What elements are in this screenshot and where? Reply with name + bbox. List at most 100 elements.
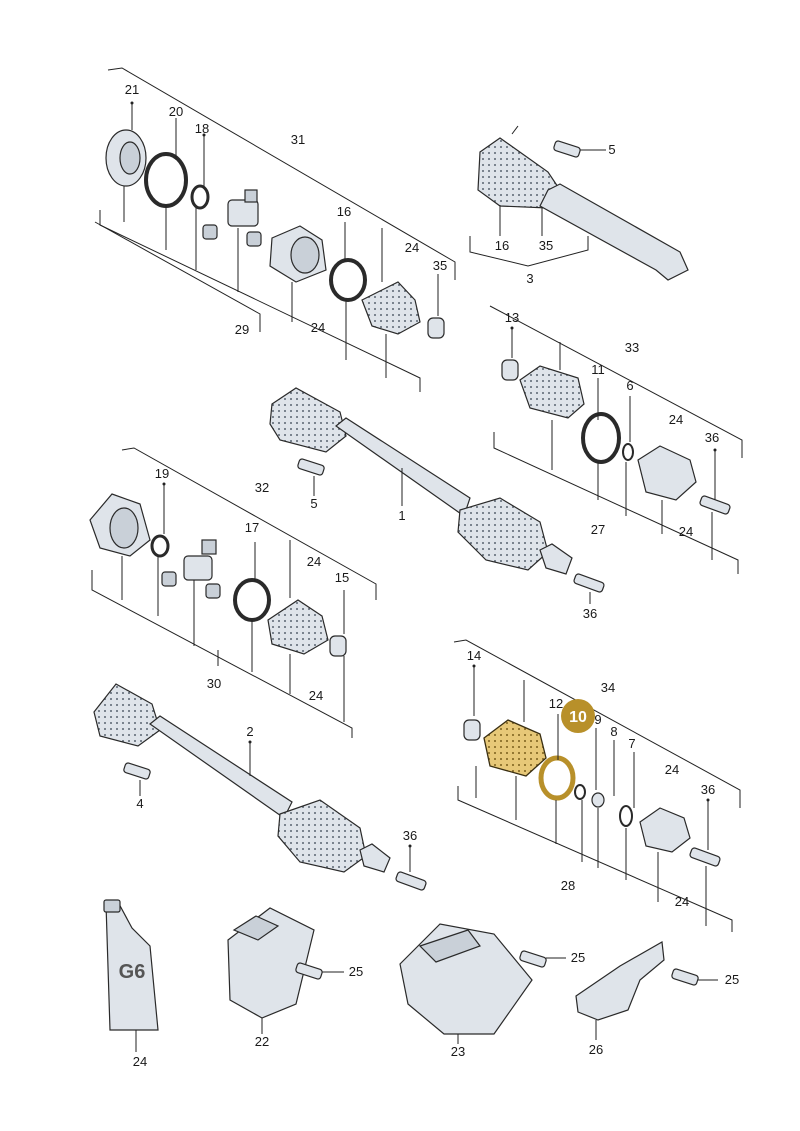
label-26: 26 <box>589 1042 603 1057</box>
part-2-outer-joint[interactable] <box>277 799 367 873</box>
assembly-group-31 <box>94 67 456 392</box>
label-19: 19 <box>155 466 169 481</box>
part-32-boot[interactable] <box>267 599 329 655</box>
part-tripod-32[interactable] <box>161 539 221 599</box>
label-36-a: 36 <box>705 430 719 445</box>
part-tripod-joint[interactable] <box>202 189 262 247</box>
part-12-clamp-highlighted[interactable] <box>538 755 576 801</box>
label-7: 7 <box>628 736 635 751</box>
label-5-mid: 5 <box>310 496 317 511</box>
label-9: 9 <box>594 712 601 727</box>
part-13-clamp[interactable] <box>501 359 519 381</box>
label-24-d: 24 <box>679 524 693 539</box>
grease-tube-24[interactable] <box>103 899 159 1031</box>
heat-shield-23[interactable] <box>399 923 547 1035</box>
label-1: 1 <box>398 508 405 523</box>
label-21: 21 <box>125 82 139 97</box>
label-35-right: 35 <box>539 238 553 253</box>
driveshaft-1 <box>269 387 605 604</box>
label-15: 15 <box>335 570 349 585</box>
part-35-clamp[interactable] <box>427 317 445 339</box>
label-24-top: 24 <box>405 240 419 255</box>
part-7-ring[interactable] <box>619 805 633 827</box>
part-1-inner-joint[interactable] <box>269 387 347 453</box>
part-17-clamp[interactable] <box>233 578 271 622</box>
part-1-outer-joint[interactable] <box>457 497 549 571</box>
label-36-b: 36 <box>583 606 597 621</box>
label-24-e: 24 <box>307 554 321 569</box>
bolt-36-a[interactable] <box>699 495 731 515</box>
label-35-top: 35 <box>433 258 447 273</box>
bolt-25-b[interactable] <box>519 950 547 968</box>
label-20: 20 <box>169 104 183 119</box>
part-2-shaft[interactable] <box>149 715 293 819</box>
part-8-ring[interactable] <box>591 792 605 808</box>
bolt-25-a[interactable] <box>295 962 323 980</box>
label-25-c: 25 <box>725 972 739 987</box>
label-36-c: 36 <box>403 828 417 843</box>
tube-g6-text: G6 <box>119 961 146 983</box>
part-2-inner-joint[interactable] <box>93 683 161 747</box>
label-13: 13 <box>505 310 519 325</box>
part-20-ring[interactable] <box>144 152 188 208</box>
label-23: 23 <box>451 1044 465 1059</box>
bolt-4[interactable] <box>123 762 151 780</box>
assembly-group-34 <box>453 639 741 932</box>
part-6-ring[interactable] <box>622 443 634 461</box>
bolt-36-c[interactable] <box>395 871 427 891</box>
bolt-36-d[interactable] <box>689 847 721 867</box>
part-14-clamp[interactable] <box>463 719 481 741</box>
part-cv-outer-34[interactable] <box>639 807 691 853</box>
bolt-5-mid[interactable] <box>297 458 325 476</box>
part-33-boot[interactable] <box>519 365 585 419</box>
heat-shield-22[interactable] <box>227 907 323 1019</box>
label-32: 32 <box>255 480 269 495</box>
label-16-top: 16 <box>337 204 351 219</box>
part-cv-outer-33[interactable] <box>637 445 697 501</box>
assembly-group-3 <box>469 125 689 281</box>
part-3-shaft[interactable] <box>539 183 689 281</box>
bolt-25-c[interactable] <box>671 968 699 986</box>
part-11-clamp[interactable] <box>581 412 621 464</box>
label-28: 28 <box>561 878 575 893</box>
label-2: 2 <box>246 724 253 739</box>
label-25-a: 25 <box>349 964 363 979</box>
label-24-f: 24 <box>309 688 323 703</box>
label-24-i: 24 <box>133 1054 147 1069</box>
part-15-clamp[interactable] <box>329 635 347 657</box>
part-1-shaft[interactable] <box>335 417 471 517</box>
label-3: 3 <box>526 271 533 286</box>
label-17: 17 <box>245 520 259 535</box>
part-10-boot-highlighted[interactable] <box>483 719 547 777</box>
label-36-d: 36 <box>701 782 715 797</box>
label-16-right: 16 <box>495 238 509 253</box>
label-11: 11 <box>591 362 605 377</box>
label-25-b: 25 <box>571 950 585 965</box>
label-24-h: 24 <box>675 894 689 909</box>
highlight-badge[interactable] <box>561 699 595 733</box>
bracket-26[interactable] <box>575 941 699 1021</box>
label-4: 4 <box>136 796 143 811</box>
assembly-group-32 <box>89 447 377 738</box>
driveshaft-2 <box>93 683 427 891</box>
part-24-boot[interactable] <box>361 281 421 335</box>
label-22: 22 <box>255 1034 269 1049</box>
part-9-ring[interactable] <box>574 784 586 800</box>
part-joint-housing[interactable] <box>269 225 327 283</box>
part-18-circlip[interactable] <box>190 184 210 210</box>
part-16-clamp[interactable] <box>329 258 367 302</box>
bolt-5-top[interactable] <box>553 140 581 158</box>
highlight-badge-text: 10 <box>569 709 587 726</box>
label-24-g: 24 <box>665 762 679 777</box>
bolt-36-b[interactable] <box>573 573 605 593</box>
label-34: 34 <box>601 680 615 695</box>
label-31: 31 <box>291 132 305 147</box>
label-8: 8 <box>610 724 617 739</box>
assembly-group-33 <box>489 305 743 574</box>
label-6: 6 <box>626 378 633 393</box>
label-14: 14 <box>467 648 481 663</box>
part-19-circlip[interactable] <box>150 534 170 558</box>
label-12: 12 <box>549 696 563 711</box>
label-29: 29 <box>235 322 249 337</box>
